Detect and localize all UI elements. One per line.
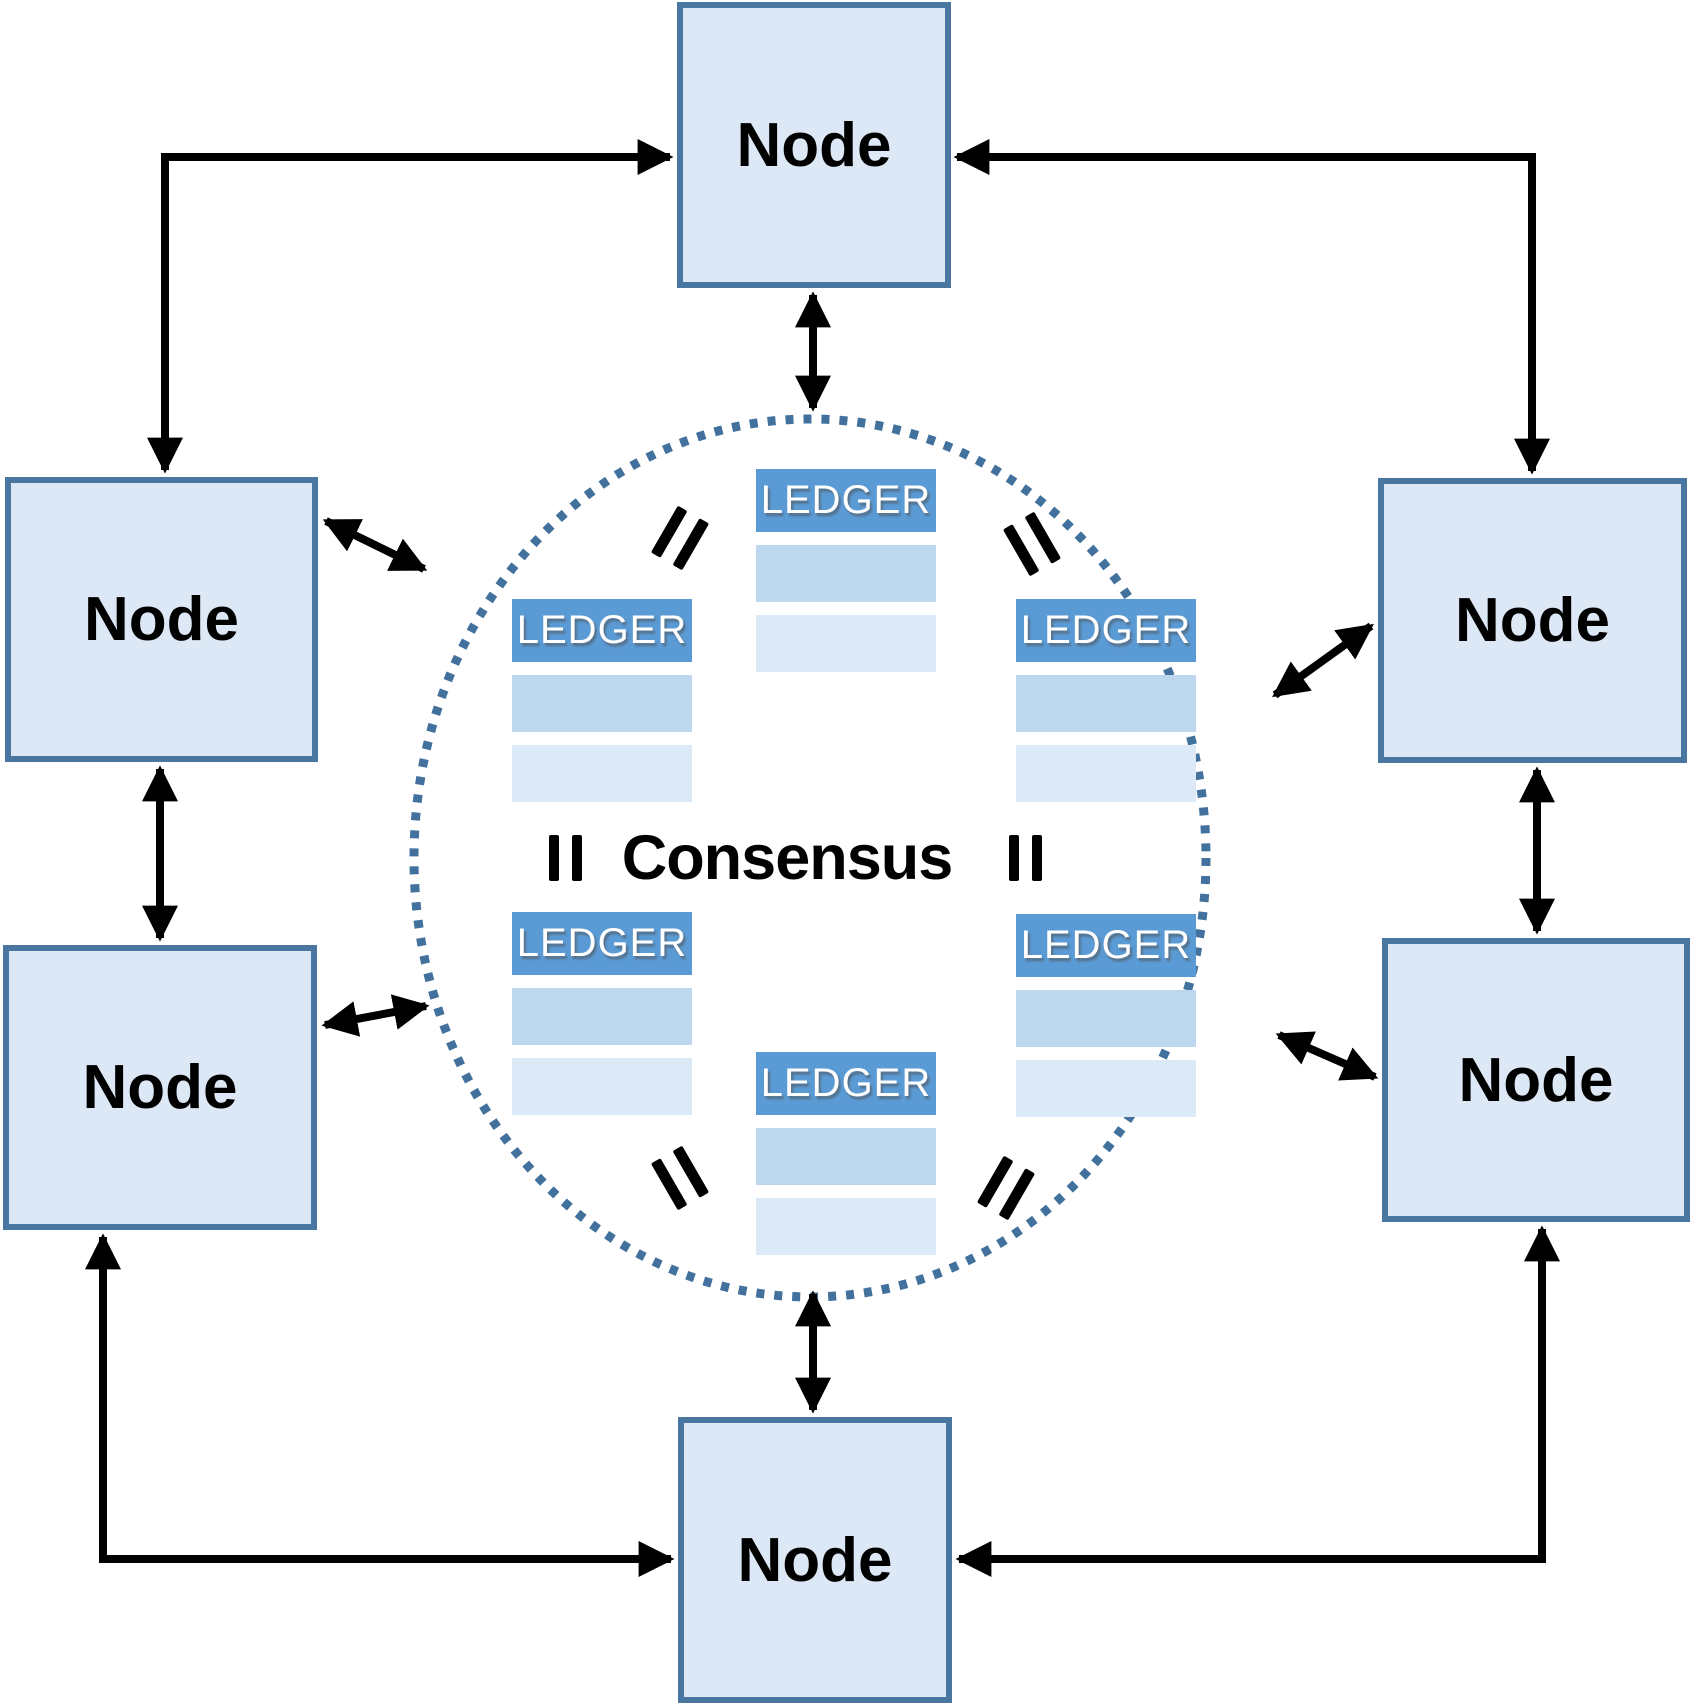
node-box-right-upper: Node [1378,478,1687,763]
ledger-block-lower-right: LEDGER [1016,914,1196,1117]
ledger-block-upper-left: LEDGER [512,599,692,802]
node-label: Node [82,1053,238,1122]
node-box-left-upper: Node [5,477,318,762]
equals-bar [1032,835,1042,881]
arrow-elbow-bottom-right [955,1225,1560,1577]
ledger-header: LEDGER [1016,914,1196,977]
ledger-row [1016,675,1196,732]
ledger-row [756,1128,936,1185]
arrow-elbow-bottom-left [85,1233,675,1577]
ledger-block-top: LEDGER [756,469,936,672]
ledger-header: LEDGER [512,599,692,662]
ledger-header: LEDGER [756,469,936,532]
ledger-row [756,545,936,602]
ledger-header: LEDGER [1016,599,1196,662]
ledger-row [756,1198,936,1255]
ledger-row [512,988,692,1045]
ledger-block-lower-left: LEDGER [512,912,692,1115]
equals-icon-middle-left [549,835,582,881]
ledger-block-bottom: LEDGER [756,1052,936,1255]
ledger-row [1016,1060,1196,1117]
arrow-left-lower-circle [321,994,430,1037]
ledger-row [1016,990,1196,1047]
node-box-bottom: Node [678,1417,952,1703]
node-label: Node [737,1525,893,1595]
equals-icon-middle-right [1009,835,1042,881]
equals-bar [572,835,582,881]
arrow-left-upper-circle [322,517,428,573]
arrow-right-lower-circle [1275,1031,1379,1081]
equals-bar [1009,835,1019,881]
ledger-row [512,745,692,802]
node-label: Node [84,585,239,654]
consensus-circle-icon [409,414,1211,1302]
node-label: Node [736,110,892,180]
consensus-title: Consensus [621,823,954,893]
ledger-row [512,1058,692,1115]
ledger-header: LEDGER [512,912,692,975]
node-box-left-lower: Node [3,945,317,1230]
ledger-row [1016,745,1196,802]
node-label: Node [1458,1045,1614,1115]
equals-bar [549,835,559,881]
node-box-right-lower: Node [1382,938,1690,1222]
ledger-row [512,675,692,732]
ledger-header: LEDGER [756,1052,936,1115]
arrow-elbow-top-left [147,139,674,474]
arrow-elbow-top-right [953,139,1550,475]
arrow-right-upper-circle [1272,622,1374,699]
ledger-block-upper-right: LEDGER [1016,599,1196,802]
node-box-top: Node [677,2,951,288]
ledger-row [756,615,936,672]
node-label: Node [1455,586,1610,655]
